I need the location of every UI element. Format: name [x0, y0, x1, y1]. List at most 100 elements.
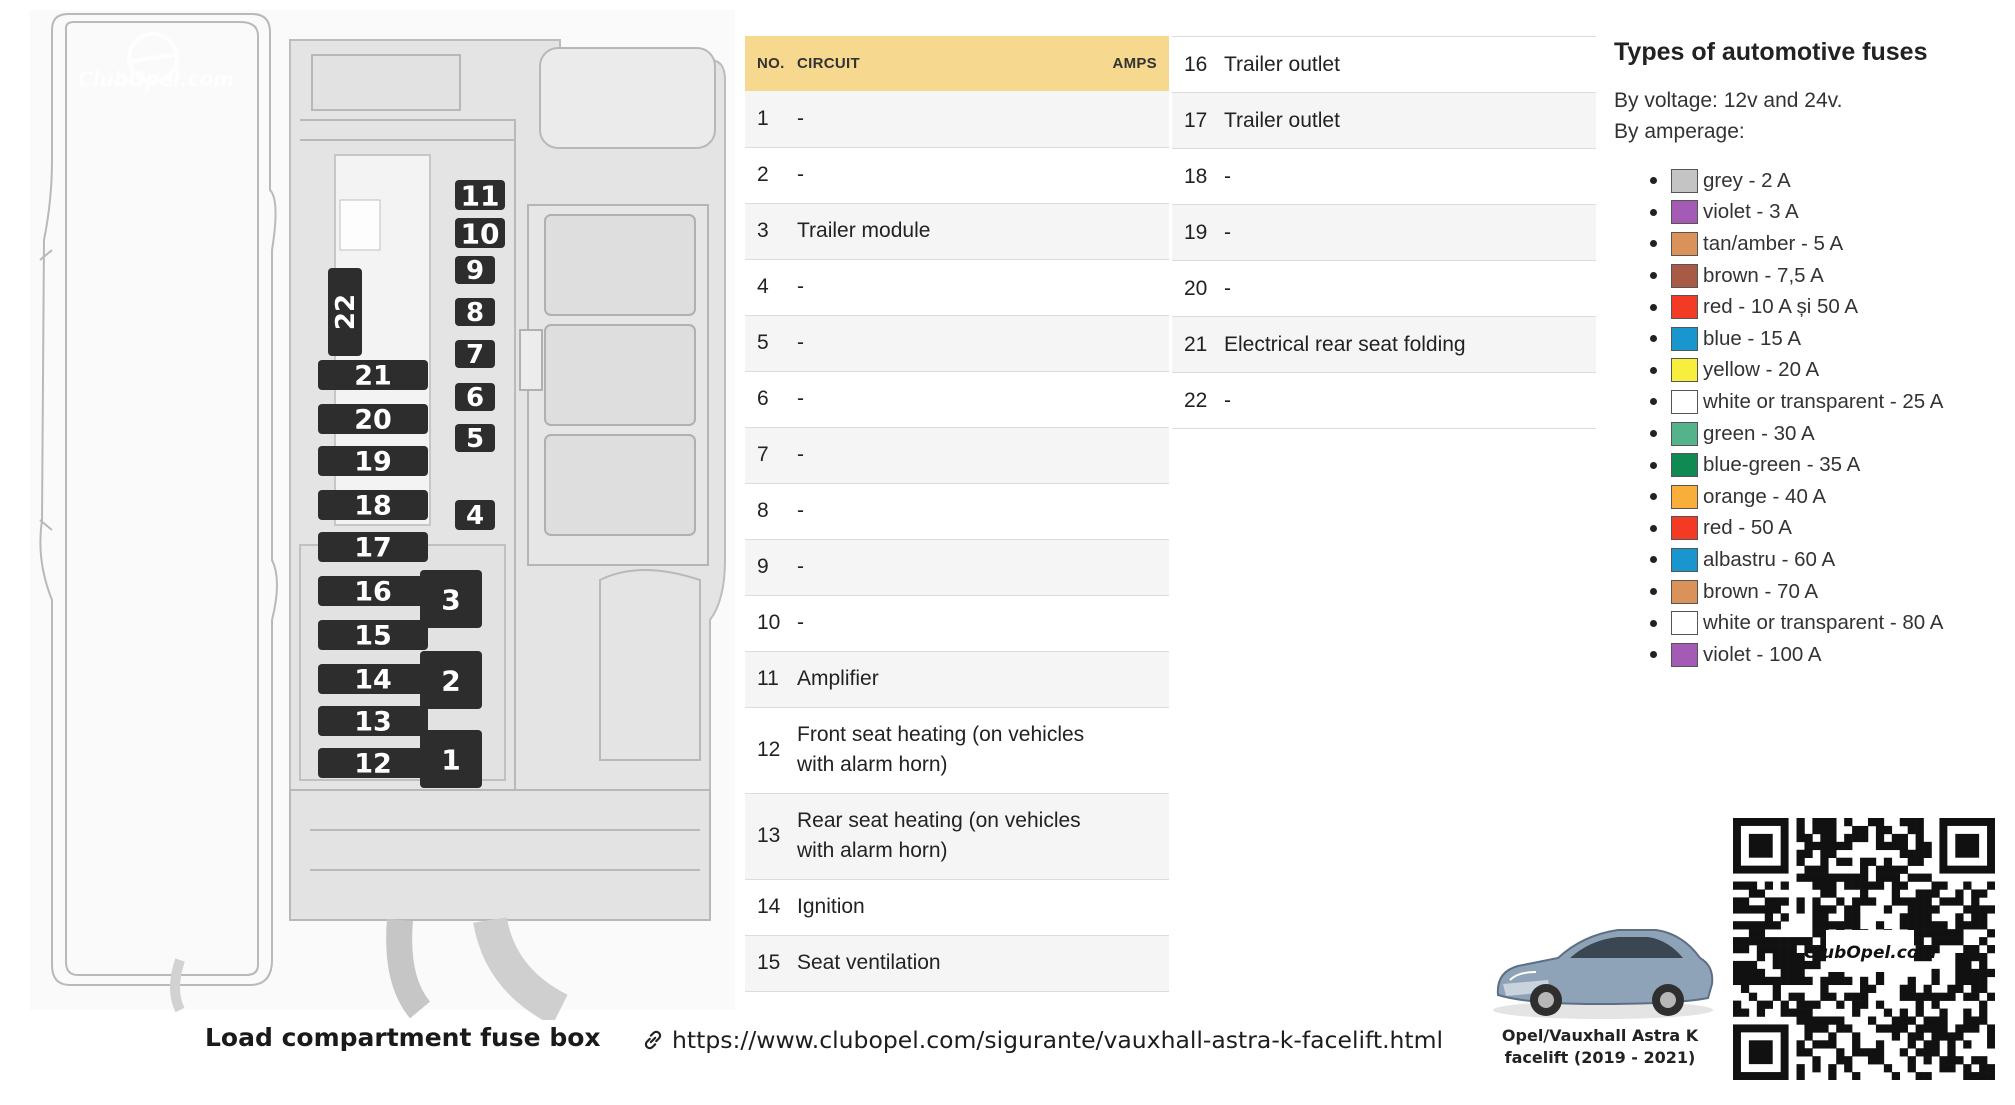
legend-item-label: green - 30 A [1703, 421, 1815, 445]
cell-no: 5 [745, 315, 793, 372]
legend-item-label: blue-green - 35 A [1703, 453, 1861, 477]
table-row: 7- [745, 427, 1169, 484]
table-header-row: NO. CIRCUIT AMPS [745, 36, 1169, 91]
fuse-13: 13 [318, 706, 428, 738]
cell-amps [1526, 204, 1596, 261]
fuse-label: 2 [441, 665, 460, 698]
bullet-icon [1650, 556, 1657, 564]
vehicle-caption-line2: facelift (2019 - 2021) [1504, 1048, 1696, 1067]
table-row: 4- [745, 259, 1169, 316]
fuse-label: 5 [466, 424, 484, 454]
bullet-icon [1650, 208, 1657, 216]
fuse-label: 10 [461, 218, 500, 251]
legend-item-label: grey - 2 A [1703, 168, 1791, 192]
fuse-label: 19 [354, 447, 392, 478]
cell-amps [1526, 36, 1596, 93]
cell-no: 18 [1172, 148, 1220, 205]
vehicle-caption-line1: Opel/Vauxhall Astra K [1501, 1026, 1699, 1045]
legend-item: grey - 2 A [1614, 165, 2014, 197]
fuse-label: 14 [354, 665, 392, 696]
fuse-22: 22 [328, 268, 362, 356]
bullet-icon [1650, 398, 1657, 406]
bullet-icon [1650, 461, 1657, 469]
cell-circuit: - [793, 595, 1099, 652]
source-link[interactable]: https://www.clubopel.com/sigurante/vauxh… [640, 1026, 1443, 1054]
cell-circuit: Electrical rear seat folding [1220, 316, 1526, 373]
bullet-icon [1650, 366, 1657, 374]
cell-circuit: - [793, 539, 1099, 596]
legend-item: blue - 15 A [1614, 323, 2014, 355]
cell-amps [1099, 147, 1169, 204]
cell-amps [1526, 316, 1596, 373]
legend-title: Types of automotive fuses [1614, 38, 1928, 66]
cell-no: 14 [745, 879, 793, 936]
bullet-icon [1650, 272, 1657, 280]
fuse-1: 1 [420, 730, 482, 788]
legend-item: white or transparent - 25 A [1614, 386, 2014, 418]
fuse-4: 4 [455, 500, 495, 531]
fuse-body [455, 256, 495, 284]
fuse-18: 18 [318, 490, 428, 522]
legend-item: brown - 7,5 A [1614, 260, 2014, 292]
legend-item-label: white or transparent - 80 A [1703, 611, 1944, 635]
fuse-body [455, 218, 505, 248]
cell-circuit: - [793, 483, 1099, 540]
source-link-url[interactable]: https://www.clubopel.com/sigurante/vauxh… [672, 1026, 1444, 1054]
cell-amps [1099, 879, 1169, 936]
fuse-17: 17 [318, 532, 428, 564]
cell-amps [1099, 935, 1169, 992]
table-row: 2- [745, 147, 1169, 204]
color-swatch [1671, 611, 1698, 636]
cell-no: 3 [745, 203, 793, 260]
fuse-label: 11 [461, 180, 500, 213]
cell-amps [1526, 372, 1596, 429]
color-swatch [1671, 200, 1698, 225]
table-row: 9- [745, 539, 1169, 596]
fuse-label: 12 [354, 749, 392, 780]
link-icon [644, 1030, 662, 1050]
cell-amps [1099, 483, 1169, 540]
fuse-20: 20 [318, 404, 428, 436]
cell-no: 21 [1172, 316, 1220, 373]
qr-code[interactable]: ClubOpel.com [1733, 818, 1995, 1080]
fuse-body [318, 576, 428, 606]
legend-item: tan/amber - 5 A [1614, 228, 2014, 260]
cell-amps [1099, 259, 1169, 316]
color-swatch [1671, 547, 1698, 572]
fuse-body [318, 360, 428, 390]
bullet-icon [1650, 651, 1657, 659]
fuse-label: 17 [354, 533, 392, 564]
fuse-body [318, 532, 428, 562]
cell-amps [1099, 539, 1169, 596]
cell-amps [1099, 427, 1169, 484]
legend-item: white or transparent - 80 A [1614, 607, 2014, 639]
legend-item-label: violet - 100 A [1703, 642, 1822, 666]
header-no: NO. [745, 36, 793, 91]
cell-no: 19 [1172, 204, 1220, 261]
fuse-body [318, 490, 428, 520]
fuse-2: 2 [420, 651, 482, 709]
legend-item-label: blue - 15 A [1703, 326, 1802, 350]
bullet-icon [1650, 240, 1657, 248]
cell-no: 10 [745, 595, 793, 652]
fuse-8: 8 [455, 298, 495, 328]
cell-circuit: - [1220, 260, 1526, 317]
legend-amperage: By amperage: [1614, 120, 1745, 143]
bullet-icon [1650, 493, 1657, 501]
cell-circuit: Rear seat heating (on vehicles with alar… [793, 793, 1099, 880]
color-swatch [1671, 326, 1698, 351]
fuse-body [318, 446, 428, 476]
fuse-5: 5 [455, 424, 495, 454]
bullet-icon [1650, 588, 1657, 596]
legend-item-label: brown - 7,5 A [1703, 263, 1824, 287]
legend-item: red - 10 A și 50 A [1614, 291, 2014, 323]
fuse-label: 20 [354, 405, 392, 436]
fuse-6: 6 [455, 383, 495, 413]
cell-circuit: - [793, 147, 1099, 204]
cell-no: 6 [745, 371, 793, 428]
